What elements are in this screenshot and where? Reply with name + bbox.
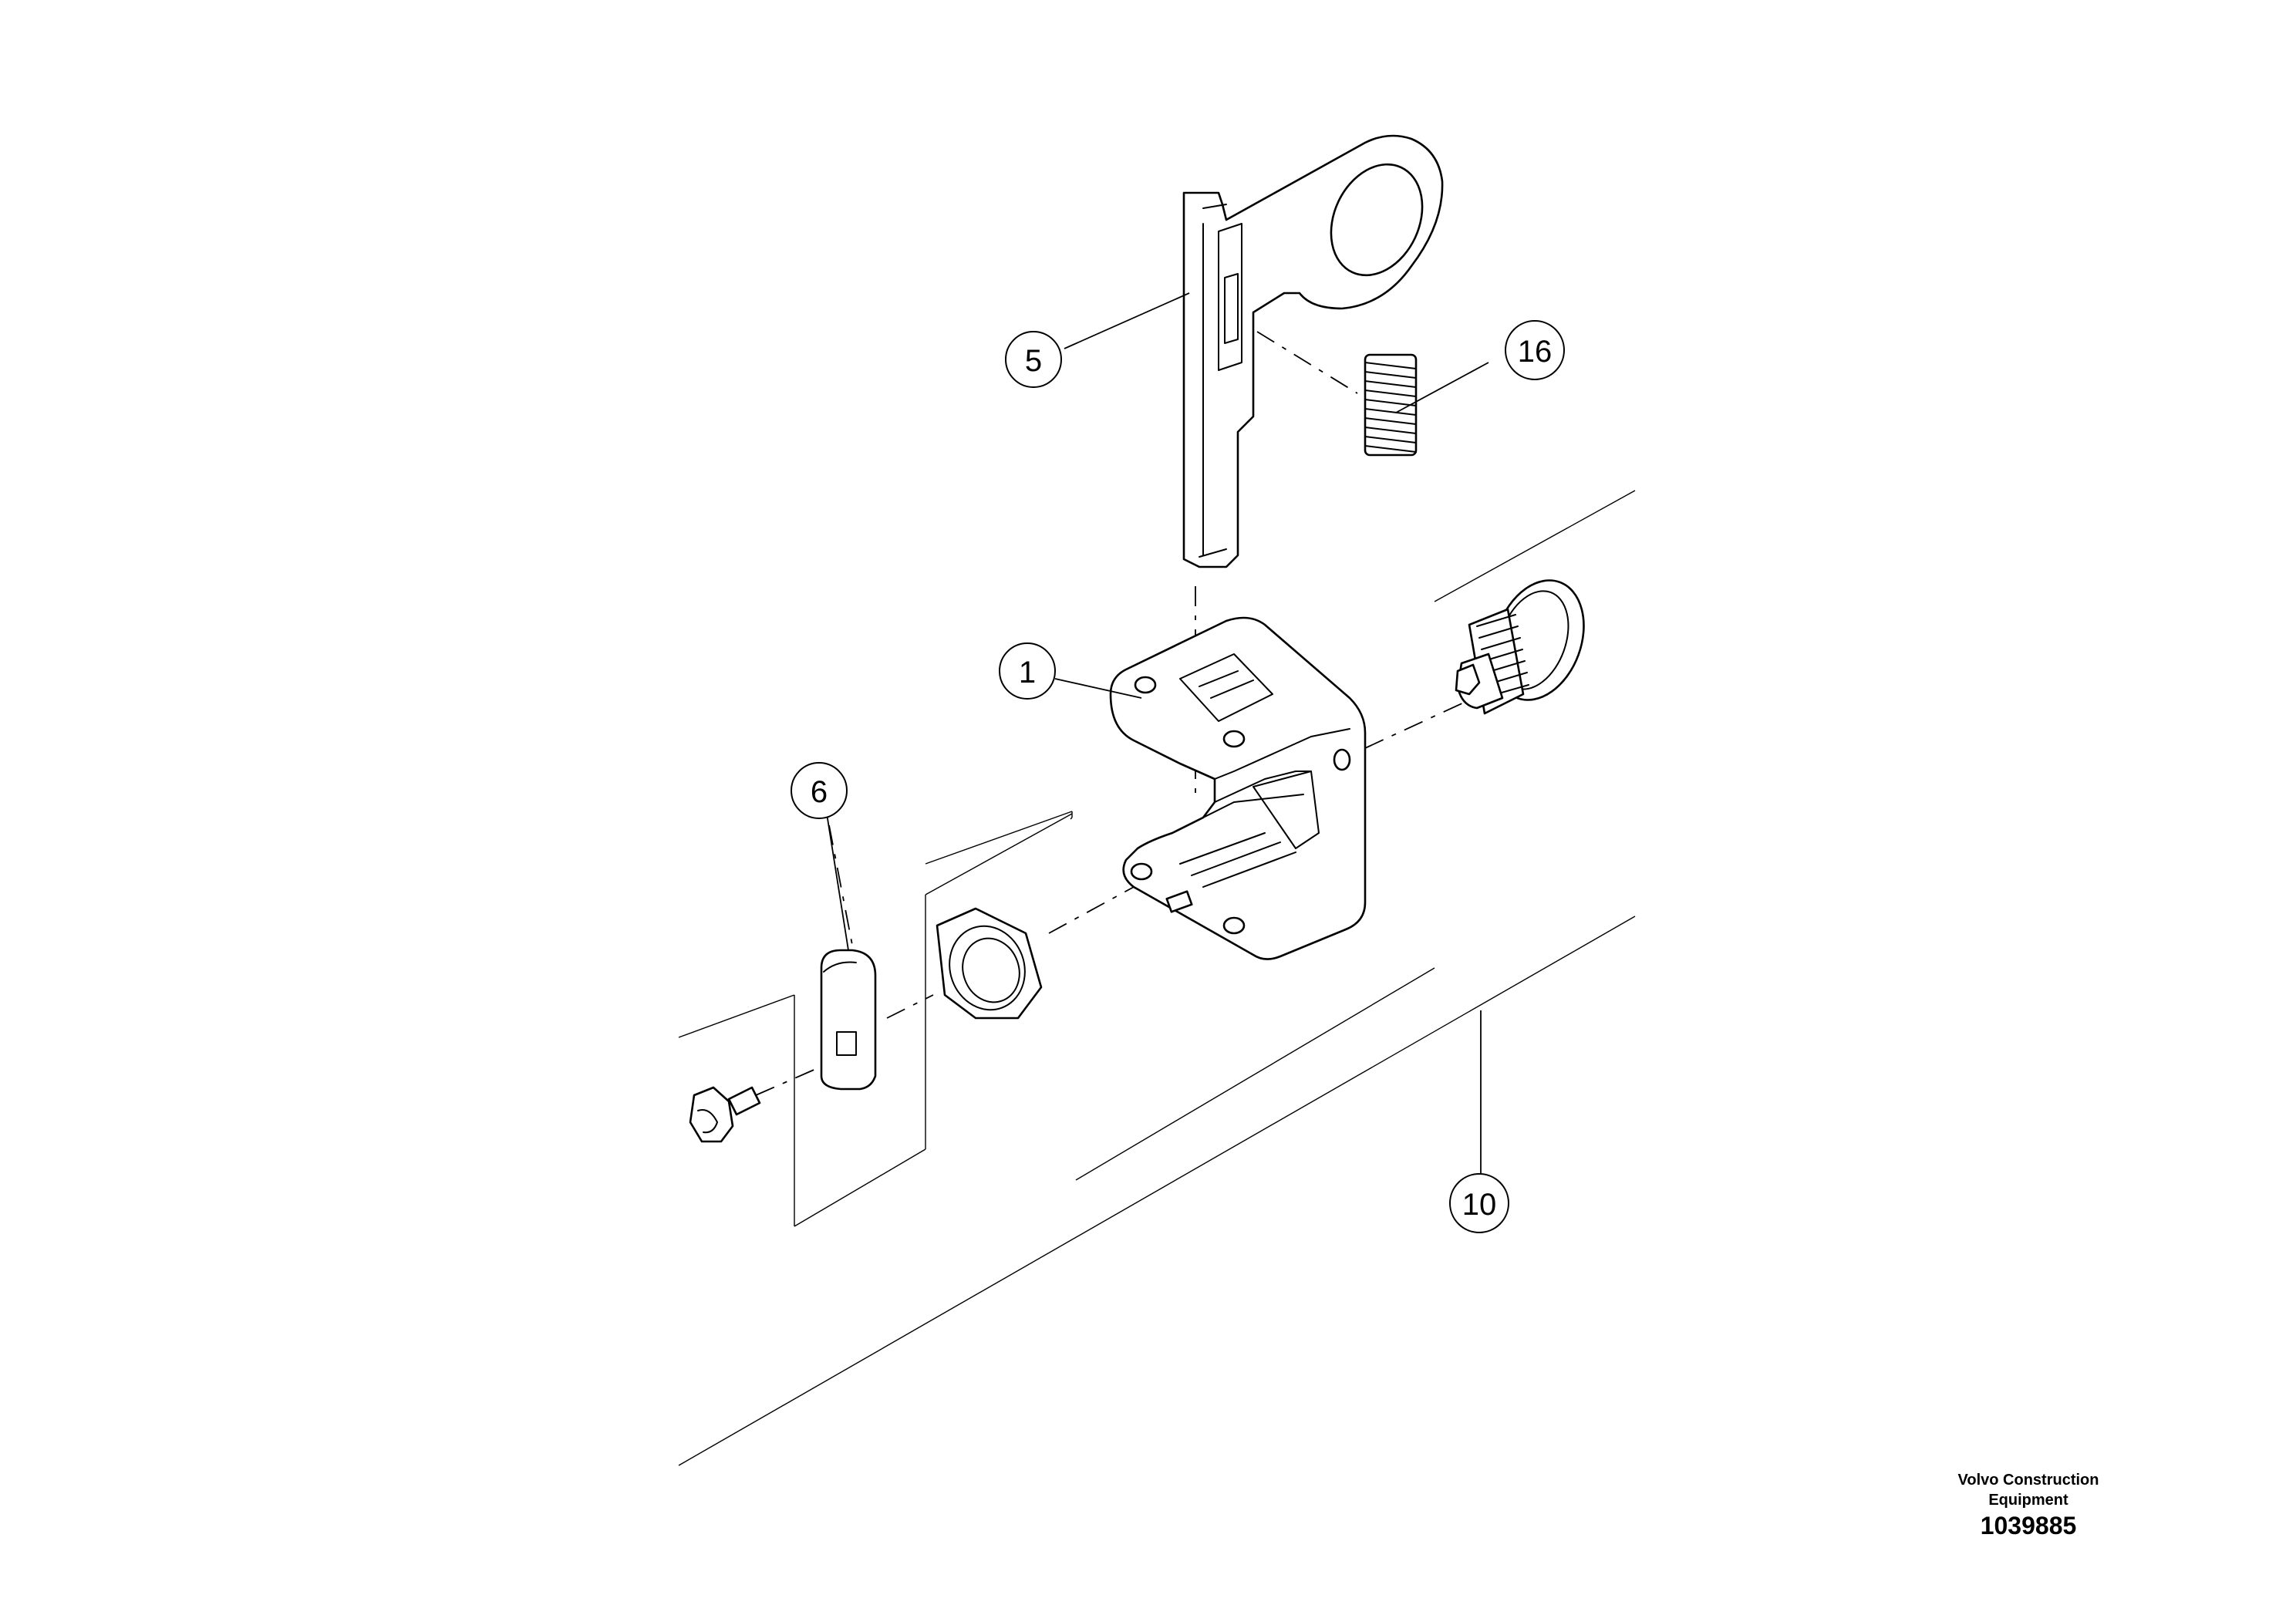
lock-cylinder <box>1455 579 1585 715</box>
latch-bracket <box>1109 616 1367 960</box>
latch-handle <box>1182 134 1444 568</box>
cam-plate <box>820 949 877 1091</box>
svg-text:10: 10 <box>1462 1188 1497 1222</box>
manufacturer-line-2: Equipment <box>1988 1492 2068 1509</box>
svg-text:1: 1 <box>1019 656 1036 690</box>
callout-10: 10 <box>1449 1173 1509 1233</box>
svg-text:16: 16 <box>1518 335 1553 369</box>
compression-spring <box>1364 353 1418 457</box>
screw <box>689 1086 761 1143</box>
drawing-number: 1039885 <box>1980 1512 2077 1539</box>
panel-outline <box>678 490 1636 1466</box>
leader-lines <box>826 292 1489 1176</box>
svg-text:5: 5 <box>1025 344 1042 378</box>
callout-1: 1 <box>999 642 1056 700</box>
hex-nut <box>936 907 1043 1020</box>
callout-16: 16 <box>1505 320 1565 380</box>
manufacturer-line-1: Volvo Construction <box>1957 1472 2099 1489</box>
svg-text:6: 6 <box>811 775 828 809</box>
manufacturer-label: Volvo Construction Equipment <box>1897 1470 2159 1510</box>
callout-5: 5 <box>1005 331 1062 388</box>
callout-6: 6 <box>791 762 848 819</box>
